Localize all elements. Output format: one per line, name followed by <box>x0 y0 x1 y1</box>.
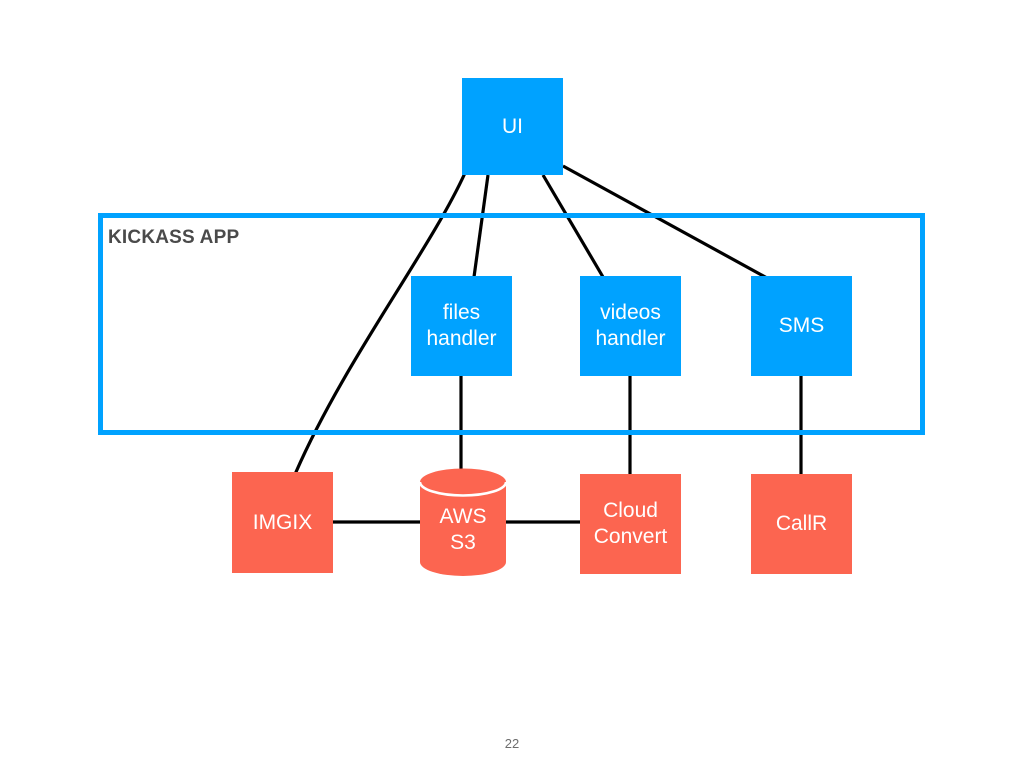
group-label-kickass-app: KICKASS APP <box>108 227 240 248</box>
node-files-handler-label: files handler <box>426 301 497 350</box>
edge-ui-to-sms <box>562 164 768 280</box>
node-ui-label: UI <box>502 114 523 138</box>
node-videos-handler[interactable]: videos handler <box>580 276 681 376</box>
edge-ui-to-imgix <box>294 171 467 474</box>
cylinder-shape-icon <box>419 468 507 576</box>
node-files-handler[interactable]: files handler <box>411 276 512 376</box>
node-imgix-label: IMGIX <box>252 510 313 534</box>
node-imgix[interactable]: IMGIX <box>232 472 333 573</box>
node-callr-label: CallR <box>775 512 828 535</box>
node-aws-s3[interactable]: AWS S3 <box>419 468 507 576</box>
node-sms[interactable]: SMS <box>751 276 852 376</box>
node-ui[interactable]: UI <box>462 78 563 175</box>
edge-ui-to-files-handler <box>472 174 490 278</box>
node-cloud-convert-label: Cloud Convert <box>593 499 668 548</box>
node-videos-handler-label: videos handler <box>595 301 666 350</box>
node-sms-label: SMS <box>778 314 825 337</box>
node-aws-s3-label: AWS S3 <box>439 505 487 554</box>
node-cloud-convert[interactable]: Cloud Convert <box>580 474 681 574</box>
page-number: 22 <box>504 736 520 751</box>
edge-ui-to-videos-handler <box>541 174 605 278</box>
group-container-kickass-app <box>98 213 925 435</box>
node-callr[interactable]: CallR <box>751 474 852 574</box>
